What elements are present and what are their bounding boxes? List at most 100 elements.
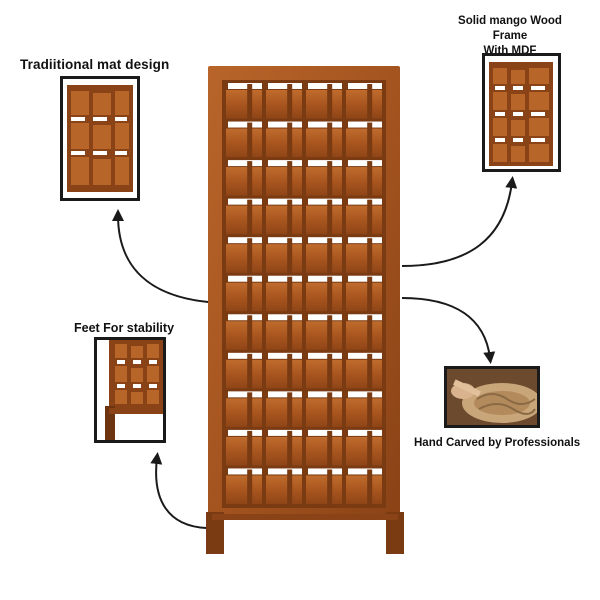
weave-slat [306,282,342,312]
weave-slat [306,244,342,273]
weave-strap [247,353,253,391]
weave-slat [306,398,342,427]
weave-gap [370,275,382,282]
weave-gap [308,352,330,359]
weave-slat [306,321,342,350]
weave-strap [327,353,333,391]
weave-strap [327,276,333,314]
weave-gap [268,237,290,244]
weave-slat [226,282,262,312]
weave-gap [330,429,342,436]
weave-slat [226,475,262,504]
weave-slat [226,128,262,158]
feet-thumbnail [94,337,166,443]
weave-slat [306,359,342,389]
weave-strap [327,469,333,506]
weave-gap [330,237,342,244]
weave-strap [287,161,293,198]
weave-slat [266,128,302,158]
weave-gap [348,391,370,398]
weave-gap [228,121,250,128]
weave-gap [290,352,302,359]
weave-gap [268,314,290,321]
weave-strap [287,199,293,237]
weave-slat [306,128,342,158]
weave-gap [308,275,330,282]
weave-gap [290,275,302,282]
weave-gap [250,83,262,89]
weave-gap [308,468,330,475]
weave-gap [250,160,262,167]
weave-gap [228,429,250,436]
weave-gap [250,121,262,128]
weave-gap [308,83,330,89]
weave-gap [268,468,290,475]
mat-design-label: Tradiitional mat design [20,57,170,72]
arrow-to-frame-icon [401,176,518,267]
weave-slat [226,436,262,466]
weave-gap [290,121,302,128]
weave-gap [348,429,370,436]
weave-slat [226,90,262,119]
weave-gap [268,121,290,128]
weave-gap [348,160,370,167]
weave-strap [367,276,373,314]
weave-strap [327,161,333,198]
weave-gap [330,160,342,167]
weave-gap [268,391,290,398]
weave-strap [327,84,333,121]
weave-slat [226,244,262,273]
weave-strap [287,392,293,429]
weave-gap [268,352,290,359]
weave-slat [346,436,382,466]
weave-strap [287,276,293,314]
weave-strap [247,430,253,468]
weave-gap [228,237,250,244]
weave-gap [228,352,250,359]
weave-slat [346,128,382,158]
weave-strap [287,353,293,391]
weave-slat [346,90,382,119]
weave-gap [308,391,330,398]
weave-strap [367,430,373,468]
weave-gap [330,121,342,128]
weave-strap [247,469,253,506]
weave-gap [228,160,250,167]
weave-gap [308,237,330,244]
weave-gap [268,429,290,436]
weave-strap [367,469,373,506]
left-foot [206,512,224,554]
weave-gap [348,121,370,128]
weave-gap [308,314,330,321]
weave-slat [346,398,382,427]
weave-slat [266,167,302,196]
weave-slat [226,167,262,196]
weave-slat [266,398,302,427]
weave-slat [266,282,302,312]
weave-gap [250,237,262,244]
weave-slat [226,321,262,350]
weave-gap [348,237,370,244]
weave-strap [327,122,333,160]
weave-strap [367,199,373,237]
weave-strap [367,392,373,429]
weave-gap [268,83,290,89]
weave-gap [290,237,302,244]
weave-strap [287,315,293,352]
weave-gap [330,275,342,282]
weave-gap [348,198,370,205]
weave-gap [290,83,302,89]
hand-carving-thumbnail [444,366,540,428]
weave-strap [367,315,373,352]
weave-strap [287,238,293,275]
arrow-to-mat-icon [112,209,209,303]
weave-slat [346,282,382,312]
weave-gap [330,198,342,205]
weave-gap [250,314,262,321]
weave-gap [370,429,382,436]
weave-gap [370,198,382,205]
weave-gap [370,121,382,128]
weave-strap [367,161,373,198]
weave-gap [268,275,290,282]
